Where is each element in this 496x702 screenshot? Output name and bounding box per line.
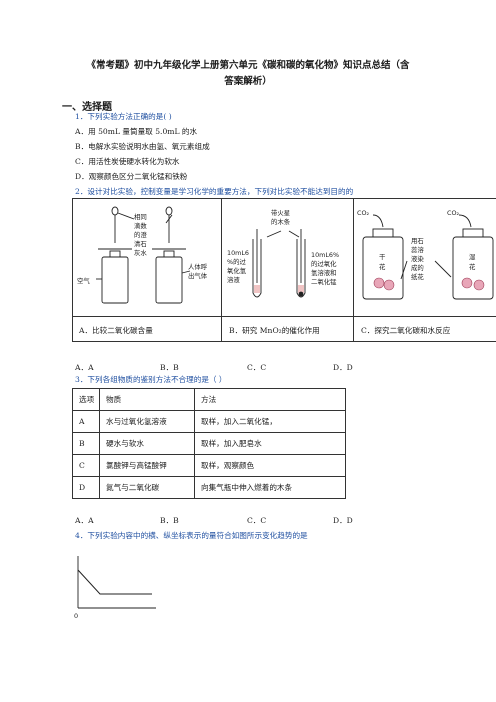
row-d-substance: 氮气与二氧化碳 — [99, 476, 195, 499]
fig-c-mid-3: 液染 — [411, 254, 424, 263]
fig-b-right-label-1: 10mL6% — [311, 251, 339, 259]
fig-a-exhaled-label-1: 人体呼 — [188, 262, 208, 271]
figure-b-test-tubes: 带火星 的木条 10mL6 %的过 氧化氢 溶液 10mL6% 的过氧化 氢溶液… — [227, 209, 339, 298]
fig-a-label-1: 相同 — [134, 212, 147, 221]
q2-answer-options: A．A B．B C．C D．D — [75, 362, 375, 374]
section-heading: 一、选择题 — [62, 102, 112, 113]
row-a-method: 取样，加入二氧化锰， — [194, 410, 346, 433]
caption-a: A．比较二氧化碳含量 — [79, 326, 153, 335]
fig-b-top-label-1: 带火星 — [271, 209, 290, 217]
origin-label: 0 — [74, 612, 78, 620]
fig-b-right-label-3: 氢溶液和 — [311, 268, 337, 277]
fig-b-left-label-1: 10mL6 — [227, 249, 249, 257]
fig-c-co2-right: CO₂ — [447, 209, 459, 217]
caption-c: C．探究二氧化碳和水反应 — [361, 326, 451, 335]
q1-option-c: C．用活性炭使硬水转化为软水 — [75, 157, 180, 166]
table-header-row: 选项 物质 方法 — [72, 388, 346, 411]
row-b-option: B — [72, 432, 100, 455]
identification-table: 选项 物质 方法 A 水与过氧化氢溶液 取样，加入二氧化锰， B 硬水与软水 取… — [72, 388, 346, 499]
fig-a-label-4: 清石 — [134, 239, 147, 248]
fig-c-dry-1: 干 — [379, 253, 386, 261]
title-line-2: 答案解析） — [224, 76, 272, 87]
q3-answer-d[interactable]: D．D — [333, 516, 353, 525]
title-line-1: 《常考题》初中九年级化学上册第六单元《碳和碳的氧化物》知识点总结（含 — [86, 60, 410, 71]
fig-c-mid-5: 纸花 — [411, 272, 424, 281]
q4-stem: 4．下列实验内容中的横、纵坐标表示的量符合如图所示变化趋势的是 — [75, 531, 308, 540]
header-substance: 物质 — [99, 388, 195, 411]
table-row: A 水与过氧化氢溶液 取样，加入二氧化锰， — [72, 410, 346, 433]
experiment-figure-table: 相同 滴数 的澄 清石 灰水 空气 人体呼 出气体 带火星 的木条 10mL6 … — [72, 198, 496, 342]
row-b-substance: 硬水与软水 — [99, 432, 195, 455]
row-a-substance: 水与过氧化氢溶液 — [99, 410, 195, 433]
q3-answer-options: A．A B．B C．C D．D — [75, 515, 375, 527]
fig-a-label-5: 灰水 — [134, 248, 147, 257]
q2-answer-c[interactable]: C．C — [247, 363, 267, 372]
fig-c-dry-2: 花 — [379, 262, 386, 271]
fig-a-exhaled-label-2: 出气体 — [188, 271, 208, 280]
fig-c-co2-left: CO₂ — [357, 209, 369, 217]
q3-stem: 3．下列各组物质的鉴别方法不合理的是（ ） — [75, 375, 227, 384]
fig-b-right-label-4: 二氧化锰 — [311, 277, 337, 286]
fig-b-left-label-2: %的过 — [227, 257, 246, 266]
fig-b-right-label-2: 的过氧化 — [311, 259, 337, 268]
fig-c-wet-2: 花 — [469, 262, 476, 271]
row-d-method: 向集气瓶中伸入燃着的木条 — [194, 476, 346, 499]
trend-line — [77, 569, 152, 595]
row-a-option: A — [72, 410, 100, 433]
q1-option-b: B．电解水实验说明水由氢、氧元素组成 — [75, 142, 210, 151]
q2-answer-b[interactable]: B．B — [160, 363, 179, 372]
document-title: 《常考题》初中九年级化学上册第六单元《碳和碳的氧化物》知识点总结（含 答案解析） — [40, 58, 456, 90]
fig-a-label-2: 滴数 — [134, 221, 147, 230]
q3-answer-c[interactable]: C．C — [247, 516, 267, 525]
table-row: C 氯酸钾与高锰酸钾 取样，观察颜色 — [72, 454, 346, 477]
row-c-method: 取样，观察颜色 — [194, 454, 346, 477]
fig-c-mid-2: 蕊溶 — [411, 245, 424, 254]
q1-option-a: A．用 50mL 量筒量取 5.0mL 的水 — [75, 127, 198, 136]
q2-stem: 2．设计对比实验，控制变量是学习化学的重要方法，下列对比实验不能达到目的的 — [75, 187, 354, 196]
q2-answer-a[interactable]: A．A — [75, 363, 94, 372]
header-option: 选项 — [72, 388, 100, 411]
fig-b-left-label-3: 氧化氢 — [227, 266, 247, 275]
row-b-method: 取样，加入肥皂水 — [194, 432, 346, 455]
q1-stem: 1．下列实验方法正确的是( ) — [75, 112, 172, 121]
table-row: B 硬水与软水 取样，加入肥皂水 — [72, 432, 346, 455]
q3-answer-b[interactable]: B．B — [160, 516, 179, 525]
q3-answer-a[interactable]: A．A — [75, 516, 94, 525]
row-c-option: C — [72, 454, 100, 477]
caption-b: B．研究 MnO₂的催化作用 — [229, 326, 320, 335]
header-method: 方法 — [194, 388, 346, 411]
figure-a-limewater-bottles: 相同 滴数 的澄 清石 灰水 空气 人体呼 出气体 — [77, 206, 208, 304]
q2-answer-d[interactable]: D．D — [333, 363, 353, 372]
fig-b-left-label-4: 溶液 — [227, 275, 240, 284]
fig-c-wet-1: 湿 — [469, 252, 476, 261]
fig-a-air-label: 空气 — [77, 276, 90, 285]
row-d-option: D — [72, 476, 100, 499]
table-row: D 氮气与二氧化碳 向集气瓶中伸入燃着的木条 — [72, 476, 346, 499]
row-c-substance: 氯酸钾与高锰酸钾 — [99, 454, 195, 477]
q1-option-d: D．观察颜色区分二氧化锰和铁粉 — [75, 172, 188, 181]
trend-graph: 0 — [74, 556, 156, 620]
figure-c-co2-paper-flowers: CO₂ CO₂ 干 花 用石 蕊溶 液染 成的 纸花 湿 花 — [357, 209, 494, 300]
fig-a-label-3: 的澄 — [134, 230, 147, 239]
fig-b-top-label-2: 的木条 — [271, 217, 291, 226]
fig-c-mid-4: 成的 — [411, 263, 424, 272]
fig-c-mid-1: 用石 — [411, 237, 424, 245]
